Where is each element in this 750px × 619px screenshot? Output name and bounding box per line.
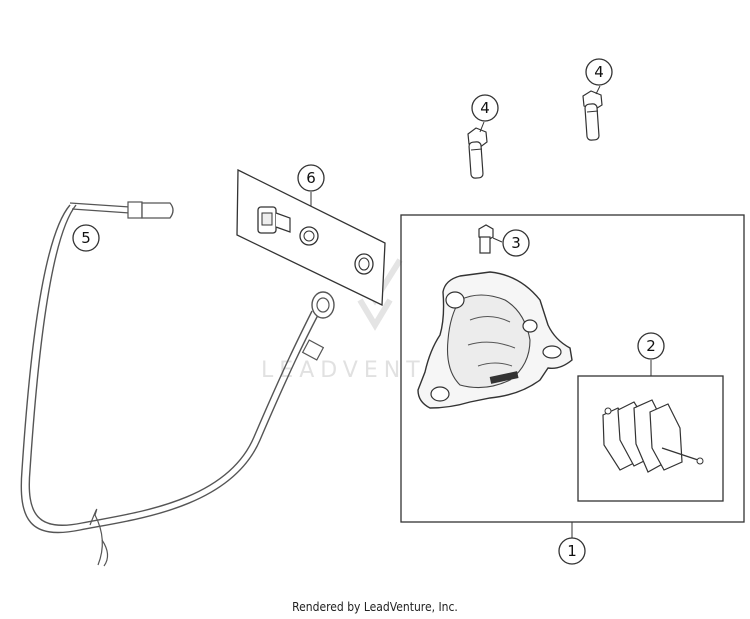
caliper-mounting-bolt[interactable] <box>582 90 603 141</box>
callout-4: 4 <box>471 94 499 122</box>
callout-5: 5 <box>72 224 100 252</box>
callout-6: 6 <box>297 164 325 192</box>
callout-number: 4 <box>480 99 490 117</box>
callout-number: 1 <box>567 542 577 560</box>
callout-2: 2 <box>637 332 665 360</box>
brake-caliper-assembly[interactable] <box>400 214 745 538</box>
exploded-parts-diagram: LEADVENTURE <box>20 58 745 567</box>
callout-4: 4 <box>585 58 613 86</box>
banjo-bolt-kit[interactable] <box>236 168 386 307</box>
bleeder-screw <box>478 224 503 254</box>
brake-pad-kit[interactable] <box>577 360 724 502</box>
callout-number: 3 <box>511 234 521 252</box>
banjo-bolt <box>257 206 291 234</box>
brake-pads <box>602 399 704 473</box>
callout-number: 4 <box>594 63 604 81</box>
render-credit: Rendered by LeadVenture, Inc. <box>292 600 458 614</box>
callout-number: 2 <box>646 337 656 355</box>
caliper-body <box>417 271 573 409</box>
callout-1: 1 <box>558 537 586 565</box>
brake-hose[interactable] <box>20 201 335 567</box>
callout-3: 3 <box>502 229 530 257</box>
caliper-mounting-bolt[interactable] <box>467 127 488 179</box>
callout-number: 5 <box>81 229 91 247</box>
callout-number: 6 <box>306 169 316 187</box>
